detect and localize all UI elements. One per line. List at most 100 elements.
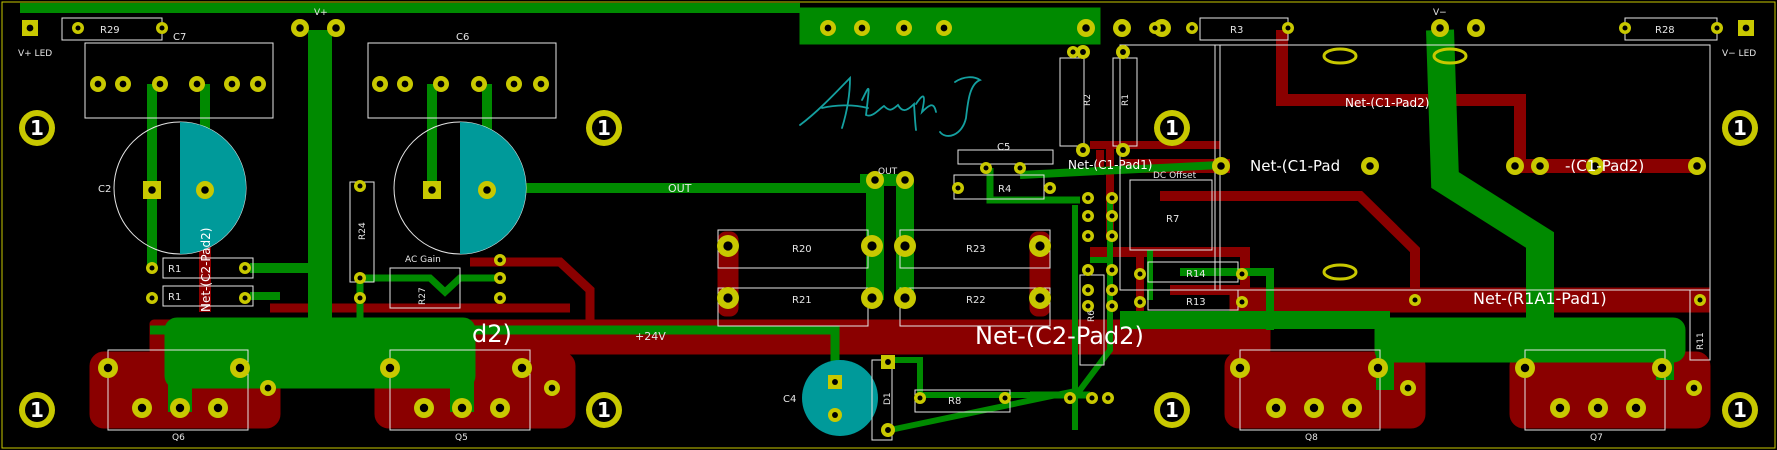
pad-drill bbox=[1120, 49, 1126, 55]
pad-drill bbox=[1109, 267, 1115, 273]
capacitor-c4 bbox=[802, 360, 878, 436]
label-d1: D1 bbox=[883, 392, 893, 405]
label-r1b: R1 bbox=[168, 292, 181, 303]
net-label-c2-pad2-big: Net-(C2-Pad2) bbox=[975, 322, 1144, 350]
pad-drill bbox=[401, 80, 409, 88]
pad-drill bbox=[1742, 24, 1750, 32]
silkscreen-text: V+ LED V− LED R29 C7 C6 V+ C2 R1 R1 R24 … bbox=[18, 8, 1756, 443]
mounting-hole-drill bbox=[1160, 116, 1184, 140]
mounting-hole-label: 1 bbox=[1165, 398, 1179, 422]
pad-drill bbox=[1152, 25, 1158, 31]
pad-drill bbox=[1309, 403, 1319, 413]
pad-drill bbox=[228, 80, 236, 88]
pad-drill bbox=[1693, 162, 1701, 170]
pad-drill bbox=[119, 80, 127, 88]
mounting-hole-label: 1 bbox=[30, 116, 44, 140]
pad-drill bbox=[148, 186, 156, 194]
pad-drill bbox=[867, 241, 877, 251]
mounting-hole-drill bbox=[1160, 398, 1184, 422]
label-c4: C4 bbox=[783, 394, 796, 405]
label-vplus-top: V+ bbox=[314, 8, 328, 18]
pad-drill bbox=[1089, 395, 1095, 401]
net-label-c1-pad-mid: Net-(C1-Pad bbox=[1250, 157, 1340, 175]
label-ac-gain: AC Gain bbox=[405, 255, 441, 265]
label-r24: R24 bbox=[358, 222, 368, 240]
pad-drill bbox=[940, 24, 948, 32]
pad-drill bbox=[1404, 384, 1412, 392]
label-vminus-top: V− bbox=[1433, 8, 1447, 18]
pad-drill bbox=[1714, 25, 1720, 31]
pad-drill bbox=[1109, 213, 1115, 219]
pad-drill bbox=[1239, 299, 1245, 305]
pad-drill bbox=[510, 80, 518, 88]
mounting-hole-label: 1 bbox=[30, 398, 44, 422]
pad-drill bbox=[917, 395, 923, 401]
label-out-trace: OUT bbox=[668, 182, 692, 195]
pad-drill bbox=[1002, 395, 1008, 401]
label-q8: Q8 bbox=[1305, 433, 1318, 443]
mounting-hole-label: 1 bbox=[597, 116, 611, 140]
label-r21: R21 bbox=[792, 295, 812, 306]
net-label-c2-pad2-vert: Net-(C2-Pad2) bbox=[199, 228, 213, 312]
pad-drill bbox=[475, 80, 483, 88]
pad-drill bbox=[75, 25, 81, 31]
pad-drill bbox=[419, 403, 429, 413]
pad-drill bbox=[858, 24, 866, 32]
pad-drill bbox=[103, 363, 113, 373]
pad-drill bbox=[1555, 403, 1565, 413]
label-r27: R27 bbox=[418, 287, 428, 305]
net-label-c2-pad2-left: d2) bbox=[472, 320, 512, 348]
pad-drill bbox=[1239, 271, 1245, 277]
pad-drill bbox=[900, 241, 910, 251]
pad-drill bbox=[1109, 233, 1115, 239]
label-vplus-led: V+ LED bbox=[18, 49, 52, 59]
pad-drill bbox=[517, 363, 527, 373]
label-c7: C7 bbox=[173, 32, 186, 43]
pad-drill bbox=[1118, 24, 1126, 32]
net-label-c1-pad1-small: Net-(C1-Pad1) bbox=[1068, 158, 1152, 172]
label-c2: C2 bbox=[98, 184, 111, 195]
label-r7: R7 bbox=[1166, 214, 1179, 225]
pad-drill bbox=[149, 265, 155, 271]
label-r4: R4 bbox=[998, 184, 1011, 195]
pad-drill bbox=[1035, 241, 1045, 251]
pad-drill bbox=[1235, 363, 1245, 373]
pad-drill bbox=[900, 24, 908, 32]
mounting-hole-drill bbox=[25, 398, 49, 422]
pad-drill bbox=[149, 295, 155, 301]
pad-drill bbox=[1520, 363, 1530, 373]
pad-drill bbox=[1080, 49, 1086, 55]
pad-drill bbox=[1082, 24, 1090, 32]
pad-drill bbox=[1217, 162, 1225, 170]
pad-drill bbox=[137, 403, 147, 413]
pads-layer bbox=[22, 19, 1754, 437]
label-out-conn: OUT bbox=[878, 167, 898, 177]
pad-drill bbox=[723, 293, 733, 303]
pad-drill bbox=[457, 403, 467, 413]
pad-drill bbox=[296, 24, 304, 32]
pad-drill bbox=[242, 295, 248, 301]
mounting-hole-label: 1 bbox=[1733, 116, 1747, 140]
mounting-hole-drill bbox=[1728, 116, 1752, 140]
pad-drill bbox=[497, 275, 503, 281]
label-q7: Q7 bbox=[1590, 433, 1603, 443]
pad-drill bbox=[900, 293, 910, 303]
pad-drill bbox=[1085, 195, 1091, 201]
label-vminus-led: V− LED bbox=[1722, 49, 1756, 59]
label-r3: R3 bbox=[1230, 25, 1243, 36]
pad-drill bbox=[1067, 395, 1073, 401]
mounting-hole-drill bbox=[1728, 398, 1752, 422]
pad-drill bbox=[885, 359, 891, 365]
pad-drill bbox=[1085, 267, 1091, 273]
pad-drill bbox=[235, 363, 245, 373]
mounting-slot bbox=[1322, 47, 1358, 65]
pad-drill bbox=[1085, 287, 1091, 293]
mounting-hole-drill bbox=[592, 398, 616, 422]
pad-drill bbox=[264, 384, 272, 392]
pad-drill bbox=[1347, 403, 1357, 413]
pad-drill bbox=[983, 165, 989, 171]
pad-drill bbox=[495, 403, 505, 413]
pad-drill bbox=[357, 183, 363, 189]
label-r1-vert: R1 bbox=[1121, 94, 1131, 106]
